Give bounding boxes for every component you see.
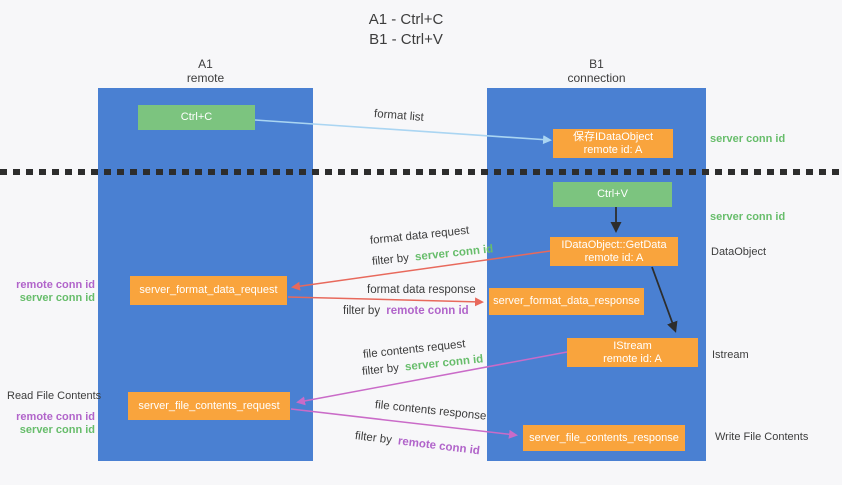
annotation-remote-conn-id-bottom: remote conn id	[16, 411, 95, 423]
title-line-1: A1 - Ctrl+C	[368, 11, 444, 28]
filter-value-remote-conn-id: remote conn id	[397, 435, 481, 458]
annotation-write-file-contents: Write File Contents	[715, 431, 809, 443]
filter-value-server-conn-id: server conn id	[404, 353, 484, 374]
node-save-idataobject-line1: 保存IDataObject	[572, 130, 654, 143]
annotation-server-conn-id-top: server conn id	[710, 133, 786, 145]
annotation-read-file-contents: Read File Contents	[7, 390, 102, 402]
diagram-title: A1 - Ctrl+C B1 - Ctrl+V	[300, 10, 512, 50]
node-ctrl-v-label: Ctrl+V	[597, 188, 628, 200]
node-save-idataobject-line2: remote id: A	[583, 143, 643, 156]
dashed-separator-line	[0, 169, 842, 175]
node-ctrl-v: Ctrl+V	[553, 182, 672, 207]
lane-b1-role: connection	[567, 71, 626, 85]
label-format-data-request: format data request	[369, 224, 470, 247]
label-filter-format-request: filter by server conn id	[371, 243, 493, 268]
node-idataobject-getdata: IDataObject::GetData remote id: A	[550, 237, 678, 266]
annotation-server-conn-id-mid: server conn id	[710, 211, 786, 223]
node-istream-line2: remote id: A	[603, 352, 662, 365]
filter-value-remote-conn-id: remote conn id	[386, 305, 469, 317]
arrow-format-data-response	[287, 296, 484, 307]
annotation-remote-conn-id-top: remote conn id	[16, 279, 95, 291]
node-server-format-data-request: server_format_data_request	[130, 276, 287, 305]
label-format-data-response: format data response	[367, 284, 476, 296]
node-format-response-label: server_format_data_response	[493, 295, 640, 307]
annotation-left-conn-ids-top: remote conn id server conn id	[16, 279, 95, 305]
lane-b1-name: B1	[589, 57, 604, 71]
annotation-server-conn-id-left-top: server conn id	[19, 292, 95, 304]
node-getdata-line2: remote id: A	[584, 251, 644, 264]
filter-value-server-conn-id: server conn id	[414, 243, 494, 264]
lane-a1-name: A1	[198, 57, 213, 71]
label-file-contents-response: file contents response	[374, 399, 487, 423]
label-filter-format-response: filter by remote conn id	[343, 305, 469, 317]
node-save-idataobject: 保存IDataObject remote id: A	[553, 129, 673, 158]
filter-prefix: filter by	[343, 305, 384, 317]
annotation-istream: Istream	[712, 349, 749, 361]
annotation-left-conn-ids-bottom: remote conn id server conn id	[16, 411, 95, 437]
annotation-dataobject: DataObject	[711, 246, 767, 258]
node-ctrl-c: Ctrl+C	[138, 105, 255, 130]
filter-prefix: filter by	[371, 251, 413, 268]
node-file-response-label: server_file_contents_response	[529, 431, 679, 444]
node-server-file-contents-response: server_file_contents_response	[523, 425, 685, 451]
annotation-server-conn-id-left-bottom: server conn id	[19, 424, 95, 436]
node-istream: IStream remote id: A	[567, 338, 698, 367]
filter-prefix: filter by	[361, 361, 403, 378]
node-ctrl-c-label: Ctrl+C	[180, 111, 213, 123]
node-format-request-label: server_format_data_request	[139, 284, 278, 296]
lane-a1-role: remote	[186, 71, 225, 85]
node-istream-line1: IStream	[613, 339, 652, 352]
lane-header-b1: B1 connection	[487, 57, 706, 85]
lane-header-a1: A1 remote	[98, 57, 313, 85]
node-file-request-label: server_file_contents_request	[138, 399, 280, 412]
node-getdata-line1: IDataObject::GetData	[561, 238, 667, 251]
label-format-list: format list	[373, 108, 425, 124]
title-line-2: B1 - Ctrl+V	[369, 31, 443, 48]
label-filter-file-response: filter by remote conn id	[354, 430, 480, 457]
node-server-file-contents-request: server_file_contents_request	[128, 392, 290, 420]
filter-prefix: filter by	[354, 430, 396, 447]
node-server-format-data-response: server_format_data_response	[489, 288, 644, 315]
